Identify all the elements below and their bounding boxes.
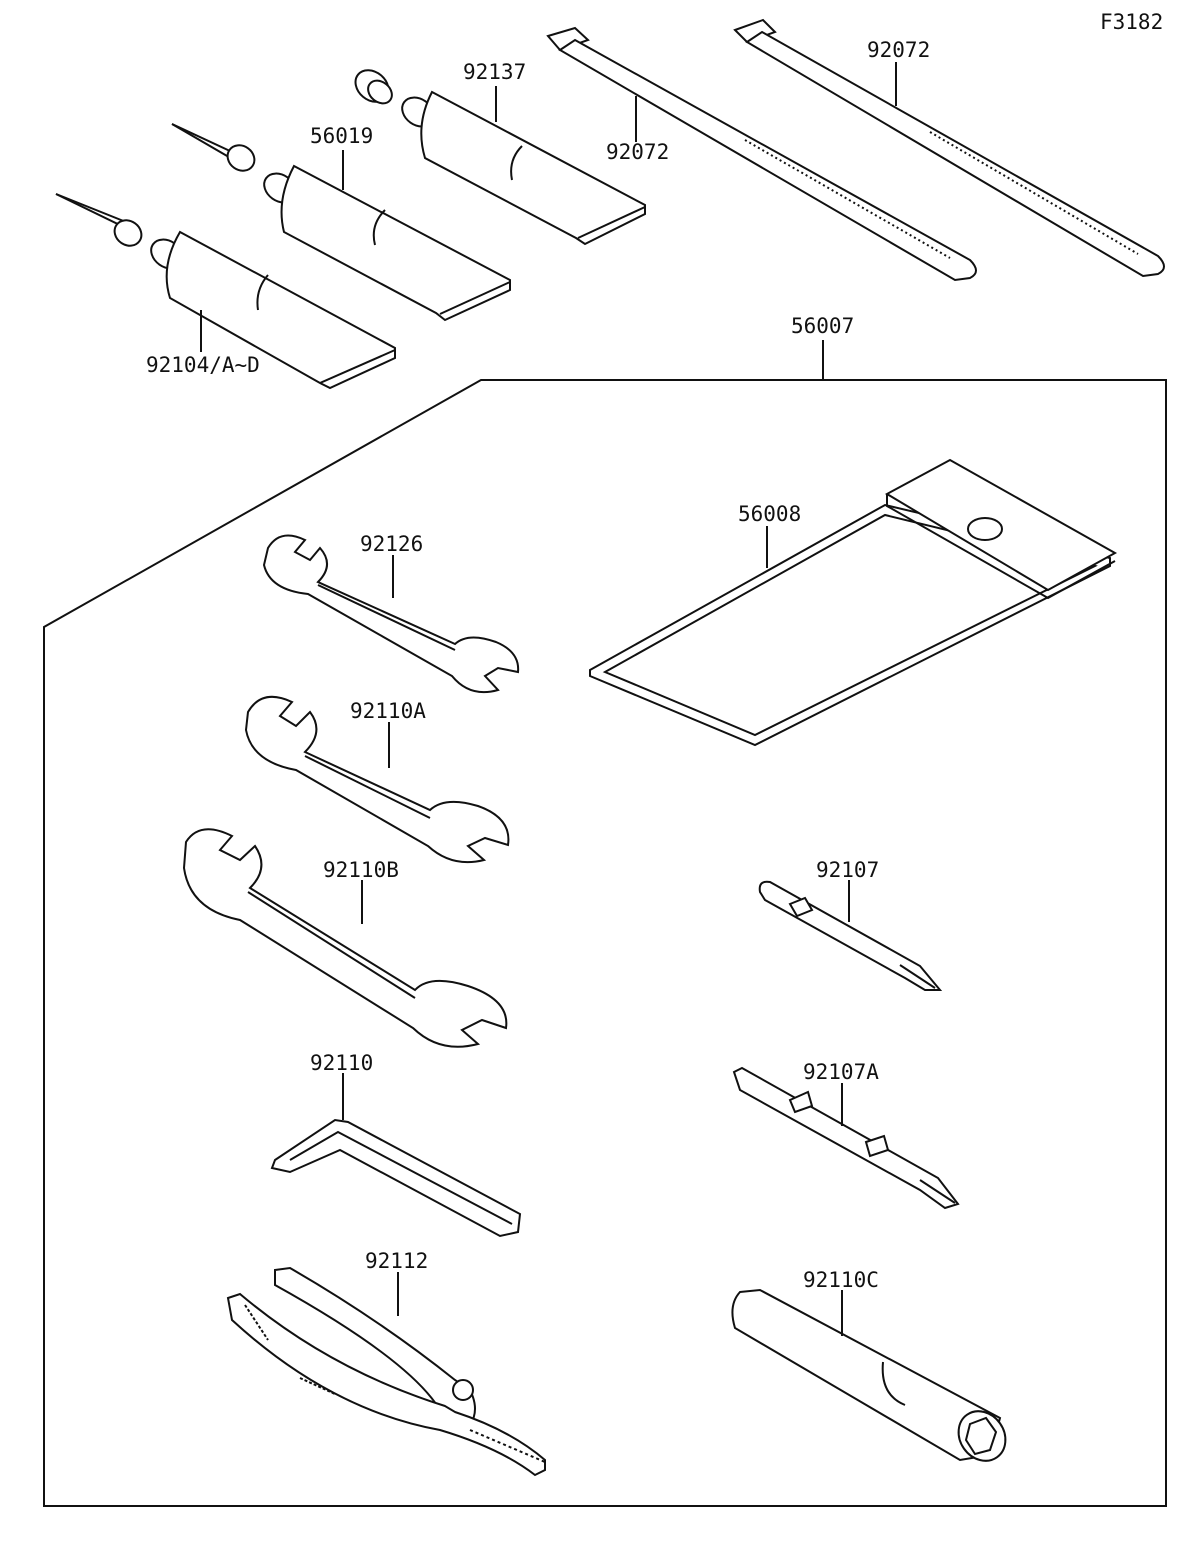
screwdriver-92107a	[732, 1066, 960, 1210]
label-92137: 92137	[463, 60, 526, 84]
label-92110b: 92110B	[323, 858, 399, 882]
hex-key-92110	[270, 1118, 522, 1238]
label-56007: 56007	[791, 314, 854, 338]
screwdriver-bit-92107	[758, 880, 943, 991]
wrench-92110b	[182, 828, 508, 1048]
pliers-92112	[226, 1266, 546, 1477]
label-92072-right: 92072	[867, 38, 930, 62]
label-92107: 92107	[816, 858, 879, 882]
plug-wrench-92110c	[731, 1288, 1007, 1462]
tube-56019	[171, 123, 511, 322]
cable-tie-right	[733, 18, 1165, 278]
label-92110c: 92110C	[803, 1268, 879, 1292]
label-92104: 92104/A~D	[146, 353, 260, 377]
wrench-92110a	[244, 695, 510, 864]
kit-outline	[43, 379, 1167, 1507]
label-92110: 92110	[310, 1051, 373, 1075]
figure-code: F3182	[1100, 10, 1163, 34]
label-92107a: 92107A	[803, 1060, 879, 1084]
wrench-92126	[262, 534, 520, 694]
label-92112: 92112	[365, 1249, 428, 1273]
label-92110a: 92110A	[350, 699, 426, 723]
cable-tie-left	[546, 26, 977, 282]
label-92072-left: 92072	[606, 140, 669, 164]
label-56008: 56008	[738, 502, 801, 526]
label-92126: 92126	[360, 532, 423, 556]
tube-92104	[55, 193, 396, 390]
label-56019: 56019	[310, 124, 373, 148]
tool-pouch	[589, 458, 1118, 747]
tube-92137	[354, 69, 646, 246]
